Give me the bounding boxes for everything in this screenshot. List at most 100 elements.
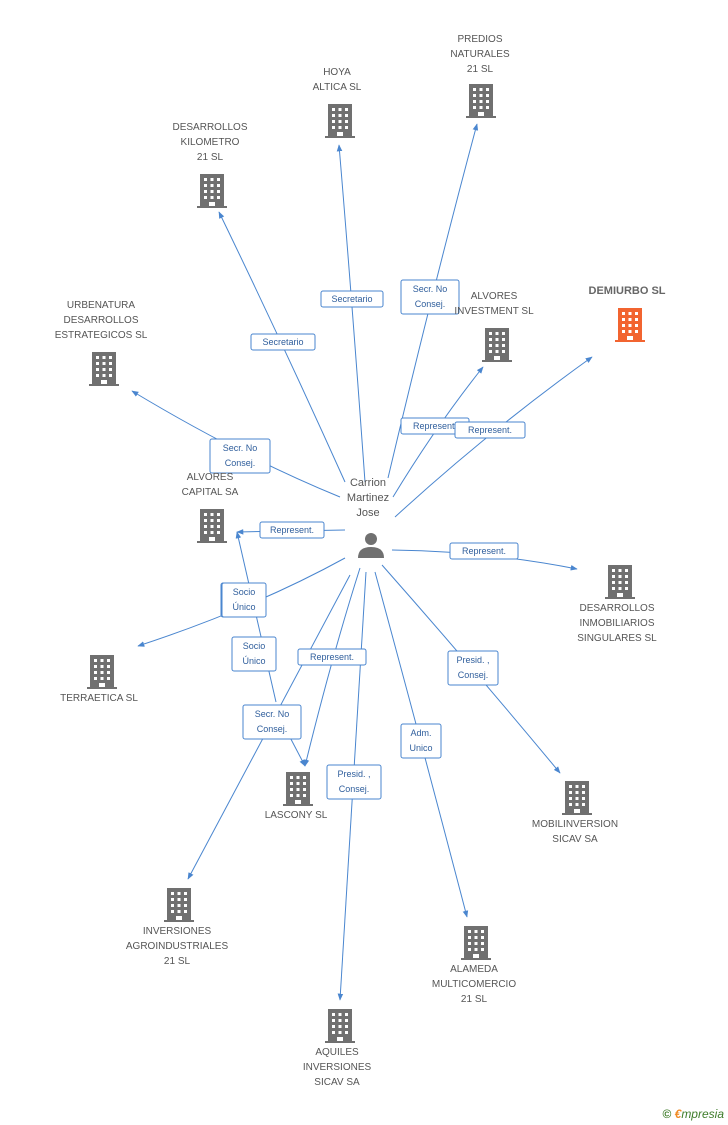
edge-label-6[interactable]: Represent. — [259, 521, 325, 539]
edge-label-15[interactable]: Presid. , Consej. — [326, 764, 382, 800]
edge-label-1[interactable]: Secr. No Consej. — [400, 279, 460, 315]
edge-label-text: Único — [232, 602, 255, 612]
company-name: SICAV SA — [552, 834, 598, 845]
company-name: LASCONY SL — [265, 810, 328, 821]
company-name: INVERSIONES — [143, 926, 212, 937]
company-name: AGROINDUSTRIALES — [126, 941, 229, 952]
edge-label-text: Secr. No — [413, 284, 448, 294]
brand-logo-letter: € — [674, 1107, 682, 1121]
company-name: CAPITAL SA — [182, 487, 239, 498]
edge-label-3[interactable]: Secr. No Consej. — [209, 438, 271, 474]
company-name: MOBILINVERSION — [532, 819, 618, 830]
edge-label-text: Único — [242, 656, 265, 666]
edge-label-text: Represent. — [270, 525, 314, 535]
company-name: 21 SL — [461, 994, 488, 1005]
building-icon — [197, 509, 227, 543]
copyright-symbol: © — [662, 1107, 672, 1121]
company-name: ESTRATEGICOS SL — [55, 330, 148, 341]
company-node-terraetica[interactable]: TERRAETICA SL — [60, 655, 138, 704]
building-icon — [325, 104, 355, 138]
company-name: 21 SL — [467, 64, 494, 75]
edge-label-0[interactable]: Secretario — [320, 290, 384, 308]
edge-label-12[interactable]: Presid. , Consej. — [447, 650, 499, 686]
company-name: INMOBILIARIOS — [579, 618, 654, 629]
person-name: Carrion — [350, 477, 386, 489]
edge-line-0 — [336, 144, 366, 483]
company-node-urbenatura[interactable]: URBENATURA DESARROLLOS ESTRATEGICOS SL — [55, 300, 148, 386]
company-name: DESARROLLOS — [579, 603, 654, 614]
company-name: TERRAETICA SL — [60, 693, 138, 704]
building-icon — [466, 84, 496, 118]
company-name: DEMIURBO SL — [589, 285, 666, 297]
edge-label-14[interactable]: Adm.Unico — [400, 723, 442, 759]
company-name: DESARROLLOS — [172, 122, 247, 133]
building-icon — [605, 565, 635, 599]
company-name: SICAV SA — [314, 1077, 360, 1088]
edge-line-10 — [303, 567, 361, 767]
building-icon — [164, 888, 194, 922]
building-icon — [615, 308, 645, 342]
company-node-lascony[interactable]: LASCONY SL — [265, 772, 328, 821]
edge-label-8[interactable]: Represent. — [449, 542, 519, 560]
edge-label-text: Represent. — [413, 421, 457, 431]
company-name: ALTICA SL — [313, 82, 362, 93]
edge-label-text: Secr. No — [223, 443, 258, 453]
building-icon — [482, 328, 512, 362]
edge-label-text: Consej. — [225, 458, 256, 468]
edge-label-text: Consej. — [458, 670, 489, 680]
company-node-hoya[interactable]: HOYA ALTICA SL — [313, 67, 362, 138]
edge-label-text: Secr. No — [255, 709, 290, 719]
company-node-mobilinversion[interactable]: MOBILINVERSION SICAV SA — [532, 781, 618, 845]
company-name: AQUILES — [315, 1047, 359, 1058]
company-name: 21 SL — [164, 956, 191, 967]
person-name: Jose — [356, 507, 379, 519]
company-name: 21 SL — [197, 152, 224, 163]
building-icon — [89, 352, 119, 386]
company-name: ALVORES — [187, 472, 234, 483]
edge-label-text: Presid. , — [456, 655, 489, 665]
building-icon — [283, 772, 313, 806]
company-name: HOYA — [323, 67, 351, 78]
company-name: URBENATURA — [67, 300, 135, 311]
edge-label-text: Represent. — [462, 546, 506, 556]
company-name: PREDIOS — [457, 34, 502, 45]
edge-label-5[interactable]: Represent. — [454, 421, 526, 439]
company-name: ALVORES — [471, 291, 518, 302]
company-name: NATURALES — [450, 49, 510, 60]
building-icon — [562, 781, 592, 815]
company-name: DESARROLLOS — [63, 315, 138, 326]
company-name: SINGULARES SL — [577, 633, 657, 644]
edge-label-text: Consej. — [339, 784, 370, 794]
building-icon — [87, 655, 117, 689]
edge-label-2[interactable]: Secretario — [250, 333, 316, 351]
edge-label-text: Secretario — [331, 294, 372, 304]
company-node-desarrollos_inm[interactable]: DESARROLLOS INMOBILIARIOS SINGULARES SL — [577, 565, 657, 644]
edge-label-text: Socio — [233, 587, 256, 597]
edge-label-10[interactable]: Represent. — [297, 648, 367, 666]
edge-label-text: Adm. — [410, 728, 431, 738]
person-icon — [358, 533, 384, 558]
company-node-inversiones_agro[interactable]: INVERSIONES AGROINDUSTRIALES 21 SL — [126, 888, 229, 967]
person-name: Martinez — [347, 492, 389, 504]
company-node-predios[interactable]: PREDIOS NATURALES 21 SL — [450, 34, 510, 118]
company-name: MULTICOMERCIO — [432, 979, 516, 990]
company-name: ALAMEDA — [450, 964, 498, 975]
company-node-alvores_cap[interactable]: ALVORES CAPITAL SA — [182, 472, 239, 543]
building-icon — [197, 174, 227, 208]
edge-label-text: Consej. — [415, 299, 446, 309]
company-node-demiurbo[interactable]: DEMIURBO SL — [589, 285, 666, 342]
company-name: KILOMETRO — [181, 137, 240, 148]
company-node-alameda[interactable]: ALAMEDA MULTICOMERCIO 21 SL — [432, 926, 516, 1005]
brand-logo-text: mpresia — [681, 1107, 724, 1121]
building-icon — [325, 1009, 355, 1043]
edge-label-text: Socio — [243, 641, 266, 651]
company-node-desarrollos_km[interactable]: DESARROLLOS KILOMETRO 21 SL — [172, 122, 248, 208]
edge-label-text: Presid. , — [337, 769, 370, 779]
